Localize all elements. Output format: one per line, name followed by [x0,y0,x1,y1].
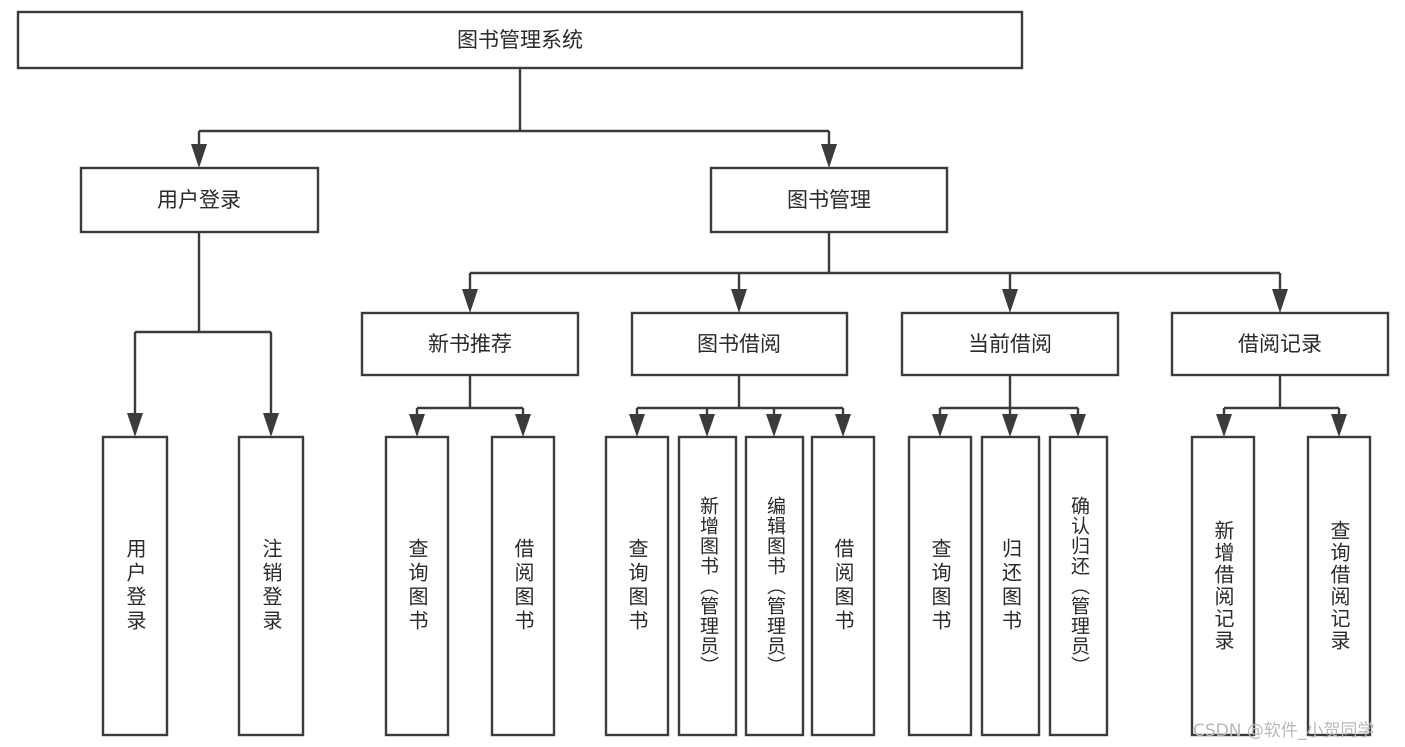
node-new-book-recommend[interactable]: 新书推荐 [360,311,580,377]
leaf-boxes [101,435,1372,737]
leaf-query-book-3-box[interactable] [907,435,973,737]
arrow-head-leaf-borrow-book-2 [835,414,851,437]
arrow-head-leaf-query-book-2 [629,414,645,437]
node-book-borrow-box[interactable] [630,311,849,377]
arrow-head-leaf-add-record [1216,414,1232,437]
arrow-head-user-login [191,144,207,168]
arrow-head-leaf-query-record [1331,414,1347,437]
connector-group-borrow-record [1216,375,1347,437]
arrow-head-leaf-confirm-return [1070,414,1086,437]
arrow-head-new-book-recommend [462,289,478,313]
arrow-head-leaf-return-book [1002,414,1018,437]
node-book-manage-label: 图书管理 [787,188,871,212]
node-book-manage-box[interactable] [709,166,949,234]
connector-group-new-book-recommend [409,375,531,437]
node-new-book-recommend-box[interactable] [360,311,580,377]
node-borrow-record[interactable]: 借阅记录 [1170,311,1390,377]
node-current-borrow[interactable]: 当前借阅 [900,311,1120,377]
leaf-return-book-box[interactable] [980,435,1041,737]
node-current-borrow-box[interactable] [900,311,1120,377]
leaf-edit-book-box[interactable] [744,435,805,737]
node-book-borrow[interactable]: 图书借阅 [630,311,849,377]
arrow-head-leaf-logout [263,413,279,437]
leaf-logout-box[interactable] [237,435,305,737]
node-borrow-record-label: 借阅记录 [1238,332,1322,356]
node-book-manage[interactable]: 图书管理 [709,166,949,234]
node-book-borrow-label: 图书借阅 [697,332,781,356]
leaf-add-record-box[interactable] [1190,435,1256,737]
csdn-watermark: CSDN @软件_小贺同学 [1193,721,1375,741]
arrow-head-borrow-record [1272,289,1288,313]
arrow-head-leaf-borrow-book-1 [515,414,531,437]
arrow-head-leaf-add-book [699,414,715,437]
leaf-confirm-return-box[interactable] [1048,435,1109,737]
arrow-head-book-borrow [731,289,747,313]
connector-group-current-borrow [932,375,1086,437]
node-user-login-label: 用户登录 [157,188,241,212]
arrow-head-book-manage [821,144,837,168]
connector-group-book-manage [462,232,1288,313]
node-root-box[interactable] [16,10,1024,70]
leaf-borrow-book-2-box[interactable] [810,435,876,737]
arrow-head-leaf-user-login [127,413,143,437]
node-borrow-record-box[interactable] [1170,311,1390,377]
leaf-add-book-box[interactable] [677,435,738,737]
connector-group-book-borrow [629,375,851,437]
arrow-head-leaf-query-book-3 [932,414,948,437]
connector-group-root [191,68,837,168]
leaf-query-record-box[interactable] [1306,435,1372,737]
node-new-book-recommend-label: 新书推荐 [428,332,512,356]
node-user-login-box[interactable] [79,166,320,234]
node-user-login[interactable]: 用户登录 [79,166,320,234]
leaf-user-login-box[interactable] [101,435,169,737]
leaf-query-book-2-box[interactable] [604,435,670,737]
node-current-borrow-label: 当前借阅 [968,332,1052,356]
node-root-label: 图书管理系统 [457,28,583,52]
arrow-head-leaf-edit-book [766,414,782,437]
leaf-borrow-book-1-box[interactable] [490,435,556,737]
arrow-head-leaf-query-book-1 [409,414,425,437]
leaf-query-book-1-box[interactable] [384,435,450,737]
node-root[interactable]: 图书管理系统 [16,10,1024,70]
arrow-head-current-borrow [1002,289,1018,313]
connector-group-user-login [127,232,279,437]
